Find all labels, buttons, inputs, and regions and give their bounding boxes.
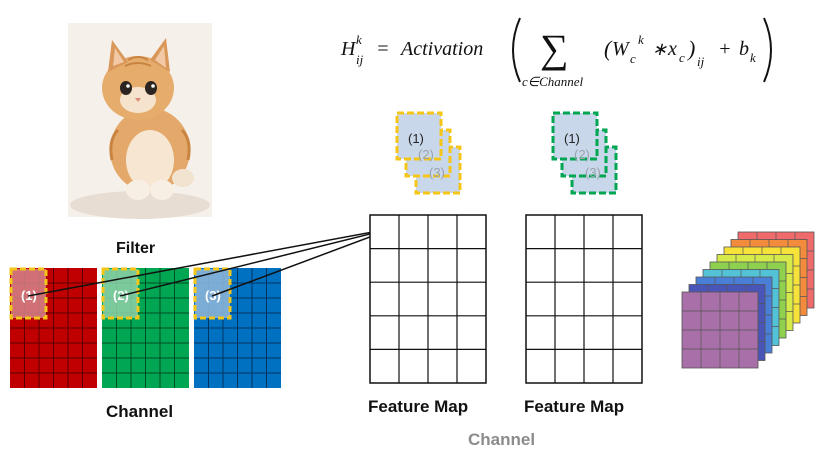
eq-left-paren [512,17,521,83]
eq-x-base: x [667,38,677,60]
eq-equals: = [376,38,390,60]
eq-lhs-base: H [340,38,357,60]
output-feature-stack [681,231,815,369]
eq-b-sub: k [750,50,756,65]
feature-map-1-label: Feature Map [368,397,468,416]
eq-sum-sub: c∈Channel [522,74,584,89]
filter-window-3: (3) [193,267,232,320]
eq-b-base: b [739,38,749,60]
eq-lhs-sup: k [356,32,362,47]
eq-sum-symbol: ∑ [540,26,569,71]
arrow-1 [27,224,396,297]
yellow-stack-index-1: (1) [408,131,424,146]
eq-paren-sub: ij [697,54,705,69]
channel-label-bottom: Channel [106,402,173,421]
eq-plus: + [718,38,732,60]
filter-label: Filter [116,240,155,257]
activation-equation: H k ij = Activation ∑ c∈Channel ( W c k … [340,17,772,89]
arrow-2 [119,224,396,297]
feature-map-2-label: Feature Map [524,397,624,416]
feature-map-1 [369,214,487,384]
eq-conv-op: ∗ [652,39,667,59]
feature-map-2 [525,214,643,384]
convolution-arrows [27,224,396,297]
arrow-3 [211,226,396,297]
eq-x-sub: c [679,50,685,65]
eq-w-sup: k [638,32,644,47]
green-stack-index-2: (2) [574,147,590,162]
yellow-stack-index-2: (2) [418,147,434,162]
eq-right-paren [763,17,772,83]
eq-func: Activation [399,38,483,60]
eq-close-paren: ) [686,36,695,61]
filter-stack-green: (1) (2) (3) [551,111,618,195]
green-stack-index-1: (1) [564,131,580,146]
kitten-image [68,23,212,219]
stack-layer [681,291,759,369]
eq-lhs-sub: ij [356,52,364,67]
filter-stack-yellow: (1) (2) (3) [395,111,462,195]
green-stack-index-3: (3) [585,165,601,180]
channel-label-gray: Channel [468,430,535,449]
eq-w-sub: c [630,51,636,66]
eq-open-paren: ( [604,36,613,61]
yellow-stack-index-3: (3) [429,165,445,180]
eq-w-base: W [612,38,631,60]
